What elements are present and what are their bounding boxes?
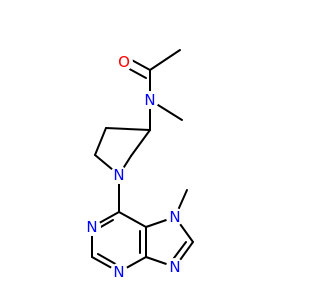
atom-labels: O N N N N N N — [83, 53, 184, 281]
imidazole-nitrogen-atom: N — [166, 258, 184, 276]
molecule-structure: O N N N N N N — [83, 49, 194, 281]
pyrrolidine-nitrogen-label: N — [113, 166, 124, 184]
imidazole-methyl-nitrogen-atom: N — [166, 208, 184, 226]
bond-ring-c3-c2 — [130, 129, 151, 157]
bond-ring-c5-c4 — [94, 127, 107, 156]
pyrimidine-nitrogen-top-label: N — [86, 218, 97, 236]
bond-ring-c4-c3 — [105, 127, 151, 131]
imidazole-methyl-nitrogen-label: N — [169, 208, 180, 226]
oxygen-atom: O — [115, 53, 133, 71]
bond-c5-c6 — [118, 211, 147, 228]
amide-nitrogen-label: N — [144, 91, 155, 109]
imidazole-nitrogen-label: N — [169, 258, 180, 276]
pyrimidine-nitrogen-bottom-label: N — [113, 263, 124, 281]
pyrimidine-nitrogen-bottom-atom: N — [110, 263, 128, 281]
pyrrolidine-nitrogen-atom: N — [110, 166, 128, 184]
pyrimidine-nitrogen-top-atom: N — [83, 218, 101, 236]
oxygen-label: O — [118, 53, 130, 71]
bond-methyl-carbonyl — [149, 49, 181, 71]
amide-nitrogen-atom: N — [141, 91, 159, 109]
molecule-canvas: O N N N N N N — [83, 49, 194, 281]
bonds — [91, 49, 194, 273]
